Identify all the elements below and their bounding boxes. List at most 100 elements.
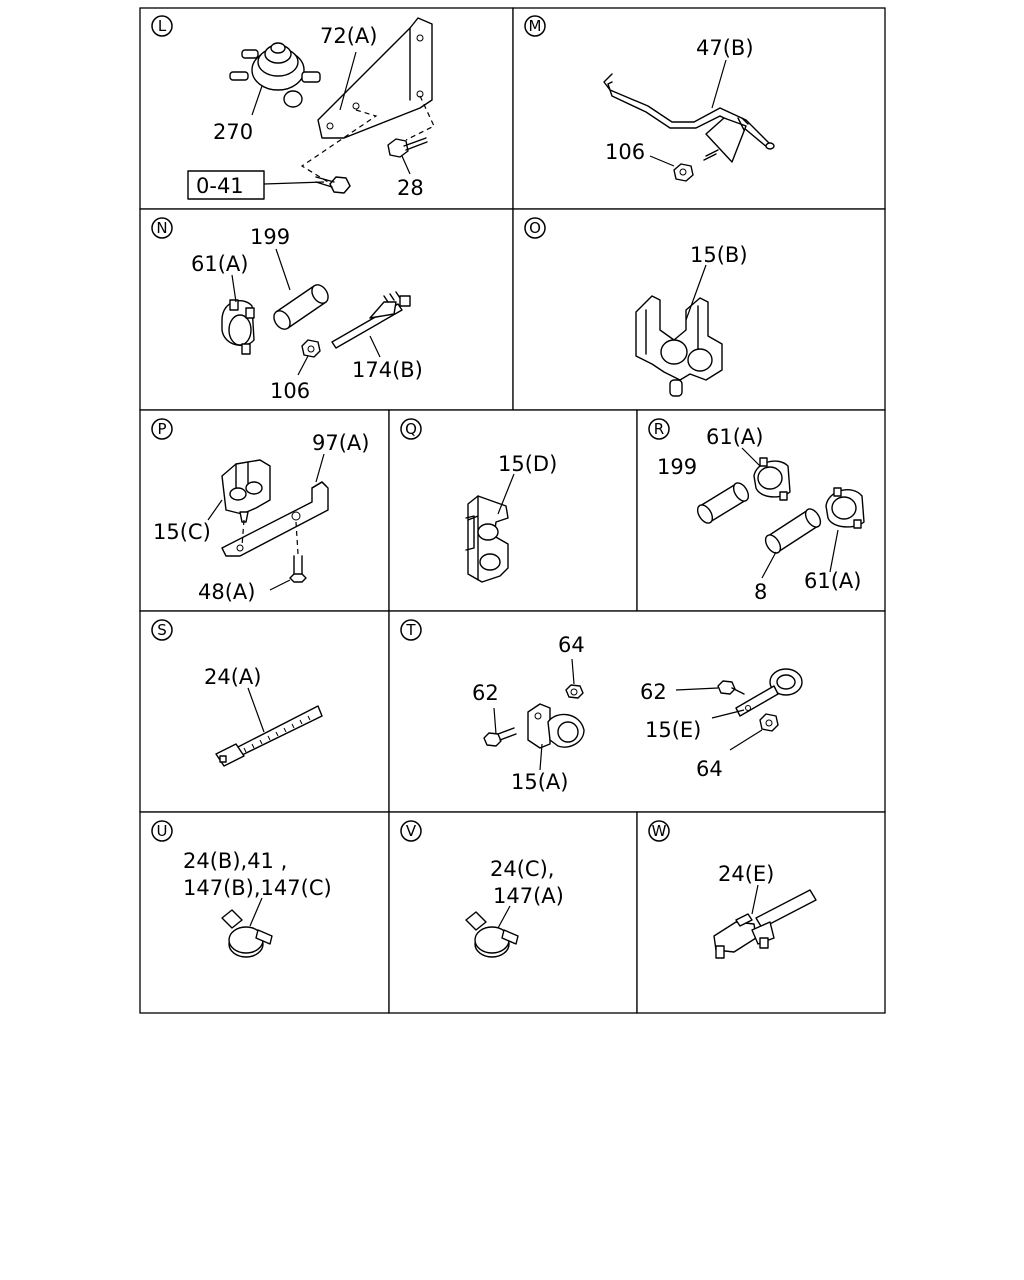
clamp-15e-drawing <box>735 668 803 717</box>
panel-p: P 97(A) 15(C) 48(A) <box>151 418 369 604</box>
panel-t: T 64 62 1 <box>400 619 803 794</box>
panel-letter-v: V <box>406 822 417 840</box>
panel-letter-u: U <box>157 822 168 840</box>
panel-v: V 24(C), 147(A) <box>400 820 564 958</box>
leader-lines-v <box>497 905 511 929</box>
callout-u-line1: 24(B),41 , <box>183 849 287 873</box>
callout-8: 8 <box>754 580 767 604</box>
bolt-28-drawing <box>387 137 428 158</box>
callout-64-top: 64 <box>558 633 585 657</box>
panel-n: N 199 61(A) 106 174(B) <box>151 217 423 403</box>
leader-lines-t <box>493 658 763 771</box>
callout-106-m: 106 <box>605 140 645 164</box>
clamp-15b-drawing <box>635 295 723 397</box>
callout-61a-n: 61(A) <box>191 252 248 276</box>
vacuum-valve-drawing <box>229 42 321 108</box>
callout-15d: 15(D) <box>498 452 557 476</box>
hose-clip-24e-drawing <box>713 889 817 959</box>
callout-47b: 47(B) <box>696 36 754 60</box>
leader-lines-m <box>649 59 727 167</box>
callout-15b: 15(B) <box>690 243 748 267</box>
panel-letter-n: N <box>156 219 167 237</box>
hose-clamp-v-drawing <box>465 911 519 958</box>
bolt-62-right-drawing <box>717 680 745 695</box>
leader-lines-s <box>247 687 265 733</box>
callout-62-right: 62 <box>640 680 667 704</box>
callout-15c: 15(C) <box>153 520 211 544</box>
mount-path-lines-p <box>241 519 299 555</box>
callout-15a: 15(A) <box>511 770 568 794</box>
bolt-0-41-drawing <box>315 176 351 194</box>
callout-72a: 72(A) <box>320 24 377 48</box>
bolt-62-left-drawing <box>483 727 517 747</box>
stud-174b-drawing <box>331 291 411 349</box>
leader-lines-n <box>231 248 381 376</box>
callout-0-41-box <box>187 170 265 200</box>
callout-0-41: 0-41 <box>196 174 244 198</box>
callout-199-r: 199 <box>657 455 697 479</box>
leader-lines-p <box>207 453 325 591</box>
clamp-15a-drawing <box>527 703 585 749</box>
callout-24e: 24(E) <box>718 862 774 886</box>
panel-letter-r: R <box>654 420 664 438</box>
leader-lines-l <box>251 51 411 185</box>
clamp-15d-drawing <box>465 495 509 583</box>
panel-o: O 15(B) <box>524 217 748 397</box>
callout-97a: 97(A) <box>312 431 369 455</box>
panel-s: S 24(A) <box>151 619 323 767</box>
callout-48a: 48(A) <box>198 580 255 604</box>
leader-lines-o <box>685 264 707 321</box>
callout-199-n: 199 <box>250 225 290 249</box>
nut-64-bottom-drawing <box>759 713 779 732</box>
panel-w: W 24(E) <box>648 820 817 959</box>
clip-61a-top-drawing <box>753 457 791 501</box>
panel-letter-t: T <box>405 621 416 639</box>
bolt-48a-drawing <box>289 555 307 583</box>
callout-64-bottom: 64 <box>696 757 723 781</box>
panel-letter-q: Q <box>405 420 417 438</box>
callout-24a: 24(A) <box>204 665 261 689</box>
pipe-47b-drawing <box>603 73 775 163</box>
panel-letter-m: M <box>529 17 542 35</box>
panel-l: L 72(A) 270 <box>151 15 435 200</box>
panel-grid <box>139 7 886 1014</box>
panel-q: Q 15(D) <box>400 418 557 583</box>
callout-174b: 174(B) <box>352 358 423 382</box>
hose-199-r-drawing <box>696 482 750 524</box>
leader-lines-w <box>751 884 759 915</box>
callout-61a-r-top: 61(A) <box>706 425 763 449</box>
callout-v-line2: 147(A) <box>493 884 564 908</box>
bracket-97a-drawing <box>221 481 329 557</box>
callout-270: 270 <box>213 120 253 144</box>
callout-61a-r-bottom: 61(A) <box>804 569 861 593</box>
panel-letter-l: L <box>158 17 167 35</box>
leader-lines-r <box>741 447 839 579</box>
hose-clamp-u-drawing <box>221 909 273 958</box>
clip-61a-drawing <box>221 299 255 355</box>
panel-letter-p: P <box>157 420 166 438</box>
callout-u-line2: 147(B),147(C) <box>183 876 332 900</box>
panel-r: R 61(A) 199 8 61(A) <box>648 418 865 604</box>
bracket-72a-drawing <box>317 17 433 139</box>
leader-lines-u <box>249 897 263 927</box>
callout-106-n: 106 <box>270 379 310 403</box>
mount-path-lines <box>300 95 435 183</box>
panel-letter-o: O <box>529 219 541 237</box>
callout-15e: 15(E) <box>645 718 701 742</box>
hose-199-drawing <box>273 284 329 330</box>
nut-64-top-drawing <box>565 684 584 699</box>
callout-62-left: 62 <box>472 681 499 705</box>
band-24a-drawing <box>215 705 323 767</box>
leader-lines-q <box>497 473 515 515</box>
hose-8-drawing <box>764 508 822 554</box>
nut-106-n-drawing <box>301 339 321 358</box>
panel-u: U 24(B),41 , 147(B),147(C) <box>151 820 332 958</box>
clamp-15c-drawing <box>221 459 271 523</box>
panel-letter-w: W <box>652 822 667 840</box>
callout-v-line1: 24(C), <box>490 857 554 881</box>
clip-61a-bottom-drawing <box>825 487 865 529</box>
callout-28: 28 <box>397 176 424 200</box>
nut-106-drawing <box>673 149 719 182</box>
panel-letter-s: S <box>157 621 167 639</box>
